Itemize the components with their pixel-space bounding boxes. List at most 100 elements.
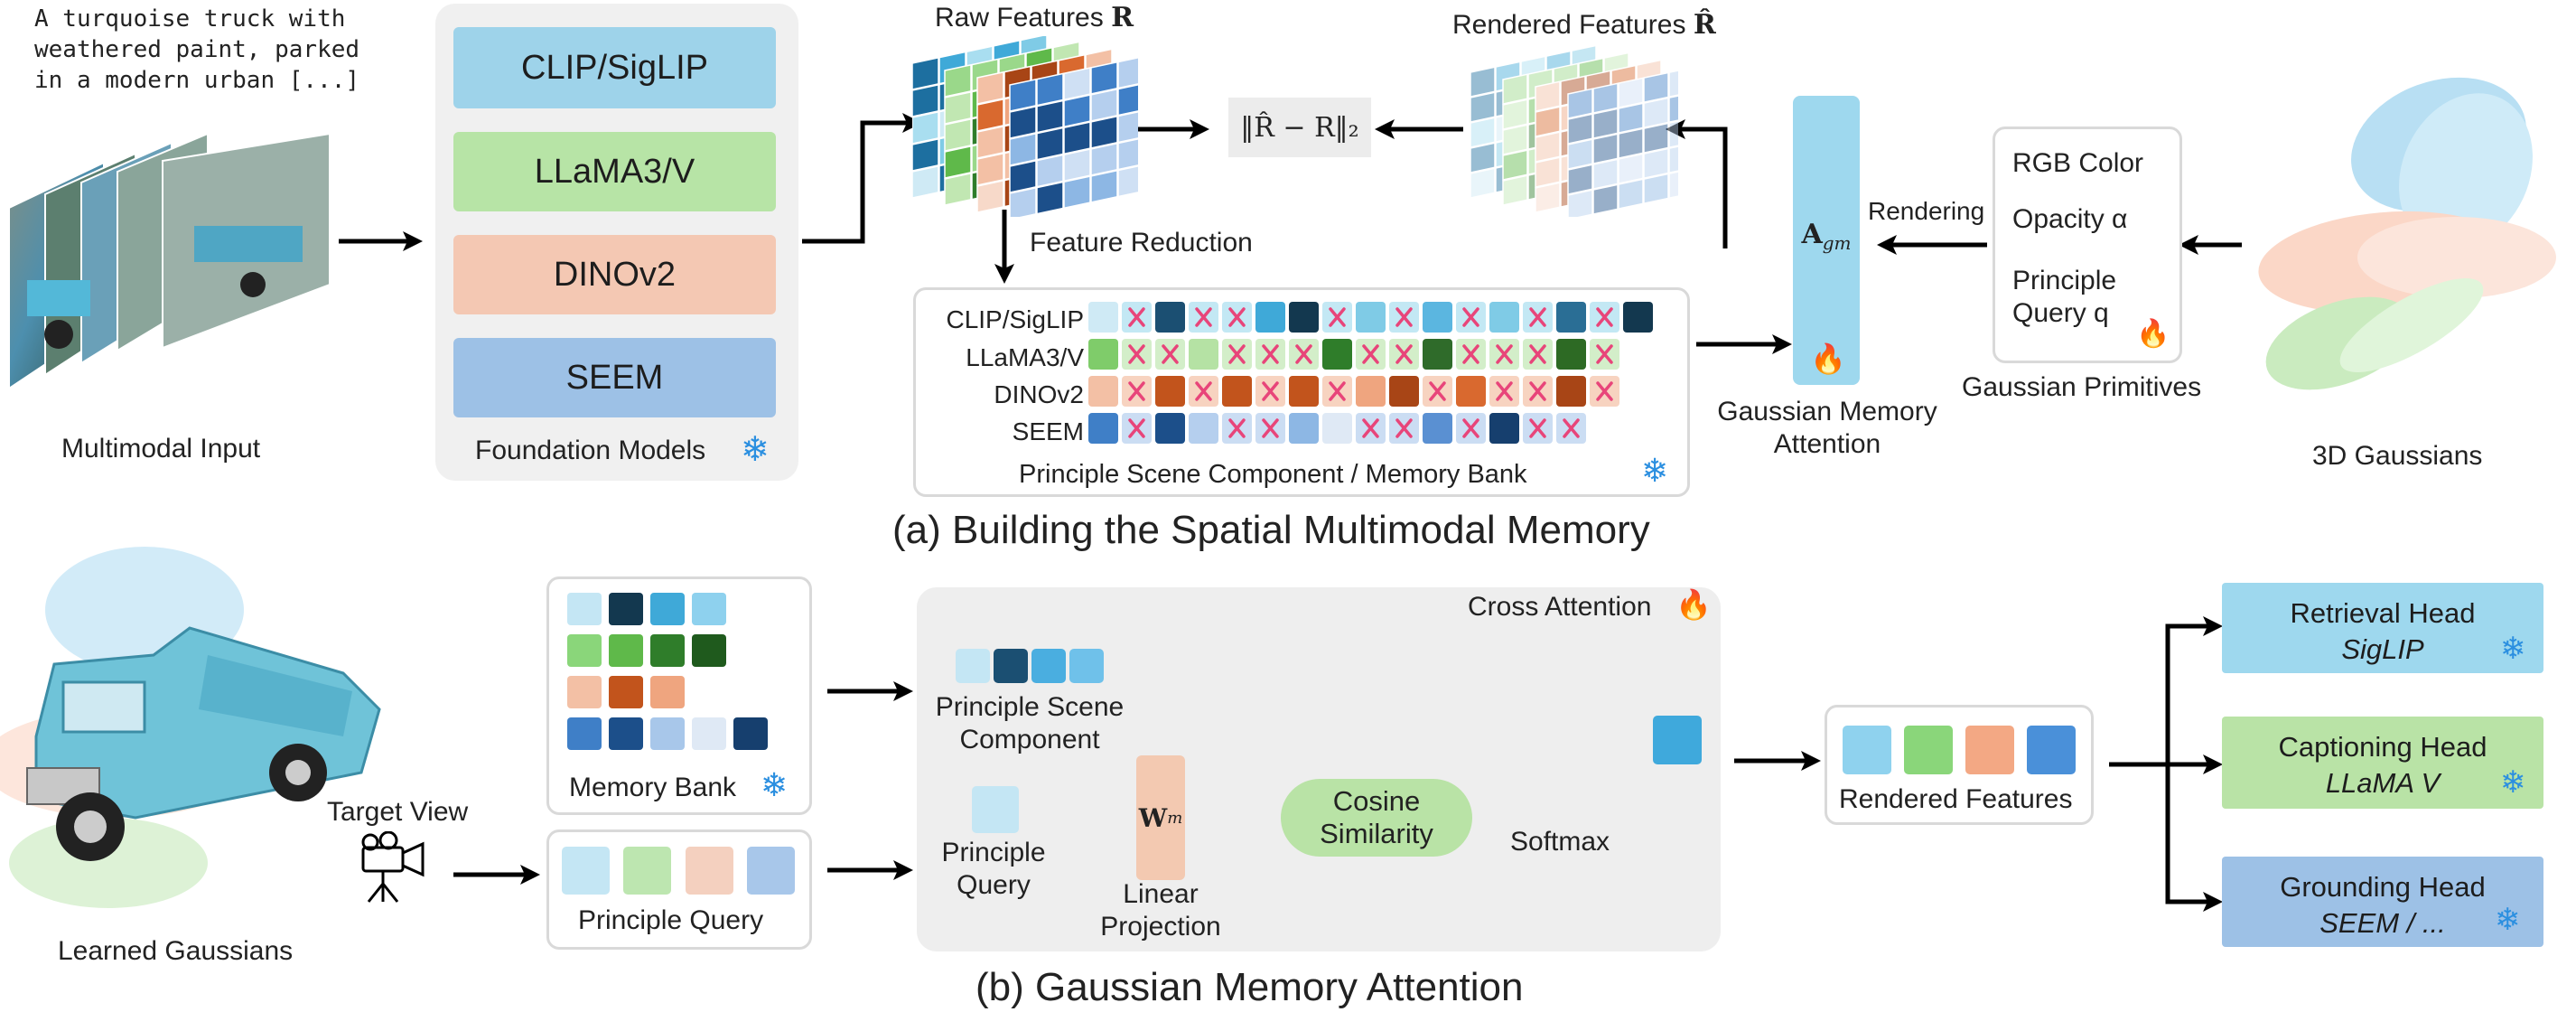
cross-mark-icon <box>1295 344 1312 364</box>
feature-cell <box>1527 68 1554 99</box>
cross-mark-icon <box>1429 381 1446 401</box>
feature-cell <box>1643 122 1669 155</box>
feature-cell <box>1470 66 1496 98</box>
feature-cell <box>1009 186 1037 217</box>
feature-cell <box>1036 154 1064 188</box>
memory-cell <box>1489 302 1519 333</box>
feature-grid <box>1470 45 1597 199</box>
rendered-square-clip <box>1843 726 1891 774</box>
feature-cell <box>1502 124 1528 155</box>
feature-cell <box>1610 89 1637 122</box>
memory-cell <box>1155 413 1185 444</box>
feature-cell <box>1090 88 1118 122</box>
feature-cell <box>1063 175 1091 210</box>
snowflake-icon: ❄ <box>2495 903 2521 937</box>
principle-query-inner-square <box>972 786 1019 833</box>
feature-cell <box>1009 78 1037 112</box>
psc-square-4 <box>1069 649 1104 683</box>
feature-cell <box>1495 61 1521 92</box>
feature-cell <box>1643 147 1669 180</box>
memory-cell <box>1556 339 1586 370</box>
memory-bank-cell <box>609 676 643 708</box>
feature-cell <box>1470 117 1496 148</box>
cross-mark-icon <box>1395 418 1413 438</box>
feature-grid <box>1009 55 1138 217</box>
feature-cell <box>1643 97 1669 129</box>
feature-cell <box>944 172 972 206</box>
cross-attention-label: Cross Attention <box>1468 592 1652 622</box>
rendered-features-bottom-label: Rendered Features <box>1839 784 2073 814</box>
feature-cell <box>1567 88 1593 119</box>
feature-cell <box>1571 70 1597 102</box>
feature-cell <box>1520 156 1546 189</box>
caption-b: (b) Gaussian Memory Attention <box>975 965 1524 1009</box>
memory-cell <box>1423 339 1452 370</box>
feature-cell <box>1520 106 1546 138</box>
feature-cell <box>1668 142 1678 174</box>
rendered-features-label: Rendered Features R̂ <box>1452 9 1716 41</box>
memory-bank-cell <box>650 717 685 750</box>
cross-mark-icon <box>1529 381 1546 401</box>
cross-mark-icon <box>1228 418 1246 438</box>
memory-cell <box>1322 413 1352 444</box>
feature-cell <box>1117 82 1138 117</box>
camera-icon <box>361 831 425 903</box>
feature-cell <box>1668 167 1678 200</box>
feature-cell <box>912 83 939 117</box>
feature-cell <box>944 90 972 125</box>
cross-mark-icon <box>1128 307 1145 327</box>
memory-cell <box>1556 302 1586 333</box>
query-square-llama <box>623 847 671 895</box>
feature-cell <box>1560 100 1586 132</box>
cross-mark-icon <box>1362 418 1379 438</box>
feature-cell <box>1610 64 1637 97</box>
feature-cell <box>1502 73 1528 105</box>
feature-cell <box>1545 100 1572 133</box>
feature-cell <box>1567 164 1593 195</box>
feature-cell <box>1571 95 1597 127</box>
cross-mark-icon <box>1262 418 1279 438</box>
feature-cell <box>1668 91 1678 124</box>
memory-bank-cell <box>692 593 726 625</box>
primitive-rgb: RGB Color <box>2012 148 2144 178</box>
3d-gaussians-visual <box>2258 77 2556 390</box>
feature-cell <box>1610 140 1637 173</box>
feature-cell <box>1603 52 1629 84</box>
attention-symbol: Agm <box>1801 219 1852 254</box>
feature-cell <box>976 125 1004 159</box>
retrieval-head: Retrieval Head SigLIP <box>2222 583 2543 673</box>
memory-bank-cell <box>567 593 602 625</box>
primitive-opacity: Opacity α <box>2012 204 2128 234</box>
feature-cell <box>1618 77 1644 109</box>
feature-cell <box>1502 98 1528 130</box>
feature-cell <box>1585 145 1611 178</box>
memory-row-label-seem: SEEM <box>1012 417 1084 445</box>
memory-cell <box>1289 413 1319 444</box>
feature-cell <box>1545 75 1572 108</box>
feature-cell <box>944 117 972 152</box>
memory-bank-caption: Principle Scene Component / Memory Bank <box>1019 460 1527 489</box>
feature-cell <box>976 98 1004 132</box>
feature-cell <box>1535 106 1561 137</box>
feature-cell <box>1036 181 1064 215</box>
feature-cell <box>944 145 972 179</box>
memory-bank-cell <box>567 676 602 708</box>
feature-cell <box>1090 61 1118 95</box>
snowflake-icon: ❄ <box>761 766 789 803</box>
memory-bank-cell <box>692 717 726 750</box>
cross-mark-icon <box>1329 307 1346 327</box>
cross-attention-panel <box>917 587 1721 951</box>
feature-cell <box>1090 115 1118 149</box>
rendered-square-dino <box>1965 726 2014 774</box>
rendered-square-llama <box>1904 726 1953 774</box>
feature-cell <box>1636 160 1662 192</box>
feature-cell <box>1527 169 1554 201</box>
cross-mark-icon <box>1596 307 1613 327</box>
raw-features-label: Raw Features R <box>935 2 1134 33</box>
feature-cell <box>1470 91 1496 123</box>
psc-square-3 <box>1031 649 1066 683</box>
feature-cell <box>1603 127 1629 160</box>
feature-cell <box>1592 158 1619 190</box>
feature-cell <box>1527 144 1554 175</box>
feature-cell <box>1567 189 1593 217</box>
